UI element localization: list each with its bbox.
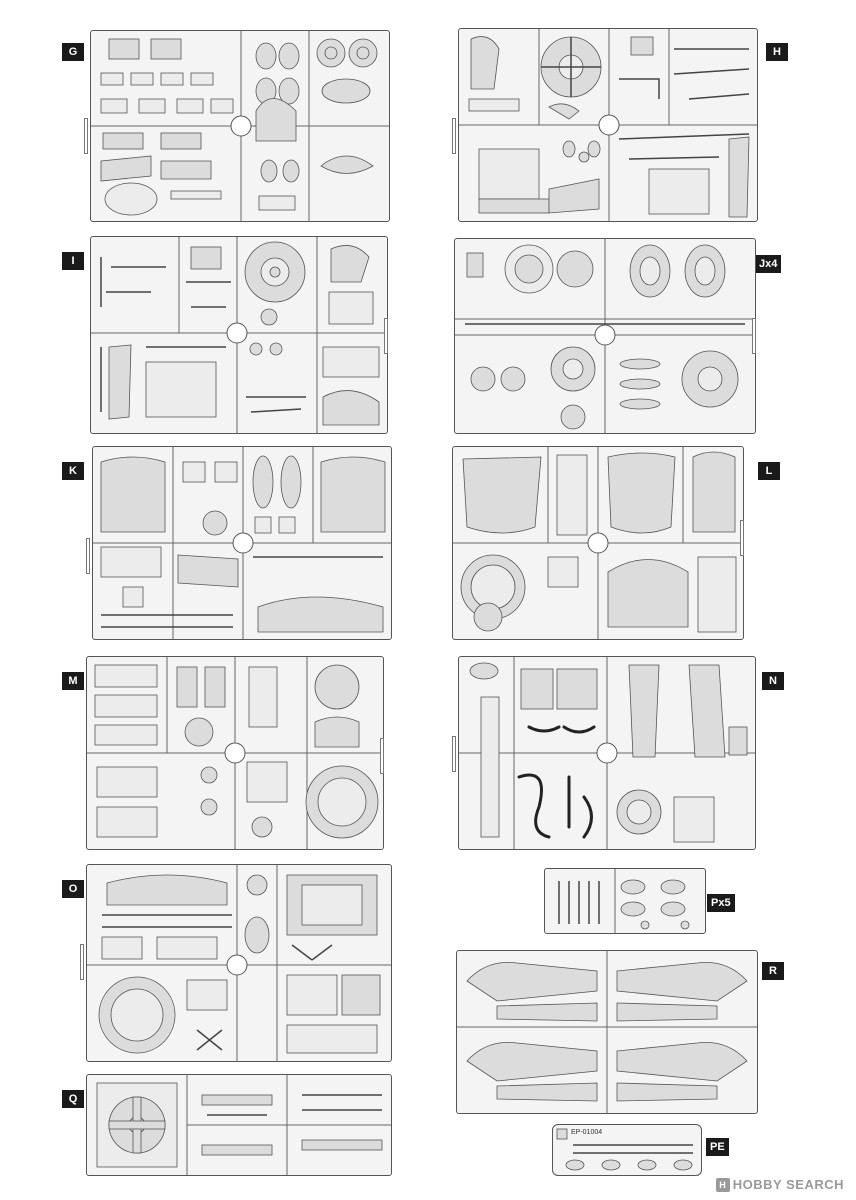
sprue-label-n: N [762,672,784,690]
sprue-h [458,28,758,222]
sprue-code-n [452,736,456,772]
pe-code: EP-01004 [571,1129,603,1136]
sprue-code-g [84,118,88,154]
sprue-label-o: O [62,880,84,898]
sprue-k-parts [93,447,391,639]
sprue-code-o [80,944,84,980]
sprue-code-k [86,538,90,574]
hobby-search-logo-icon: H [715,1178,730,1192]
sprue-q-parts [96,1075,391,1175]
sprue-code-j [752,318,756,354]
sprue-label-r: R [762,962,784,980]
sprue-r [456,950,758,1114]
sprue-label-i: I [62,252,84,270]
sprue-p [544,868,706,934]
sprue-j-parts [455,239,755,433]
watermark-text: HOBBY SEARCH [732,1177,844,1192]
sprue-h-parts [459,29,757,221]
sprue-code-l [740,520,744,556]
sprue-i-parts [91,237,387,433]
sprue-label-q: Q [62,1090,84,1108]
sprue-j [454,238,756,434]
sprue-label-m: M [62,672,84,690]
sprue-label-h: H [766,43,788,61]
sprue-pe: EP-01004 [552,1124,702,1176]
sprue-m [86,656,384,850]
sprue-r-parts [457,951,757,1113]
sprue-code-i [384,318,388,354]
sprue-k [92,446,392,640]
sprue-pe-parts [556,1128,693,1171]
sprue-o-parts [87,865,391,1061]
sprue-l [452,446,744,640]
sprue-i [90,236,388,434]
sprue-g [90,30,390,222]
sprue-label-pe: PE [706,1138,729,1156]
sprue-l-parts [453,447,743,639]
sprue-code-m [380,738,384,774]
sprue-g-parts [91,31,389,221]
sprue-o [86,864,392,1062]
sprue-label-j: Jx4 [755,255,782,273]
sprue-m-parts [87,657,383,849]
sprue-n-parts [459,657,755,849]
sprue-n [458,656,756,850]
sprue-label-k: K [62,462,84,480]
sprue-q [86,1074,392,1176]
sprue-p-parts [558,869,690,933]
sprue-label-g: G [62,43,84,61]
sprue-code-h [452,118,456,154]
sprue-label-p: Px5 [707,894,735,912]
sprue-label-l: L [758,462,780,480]
